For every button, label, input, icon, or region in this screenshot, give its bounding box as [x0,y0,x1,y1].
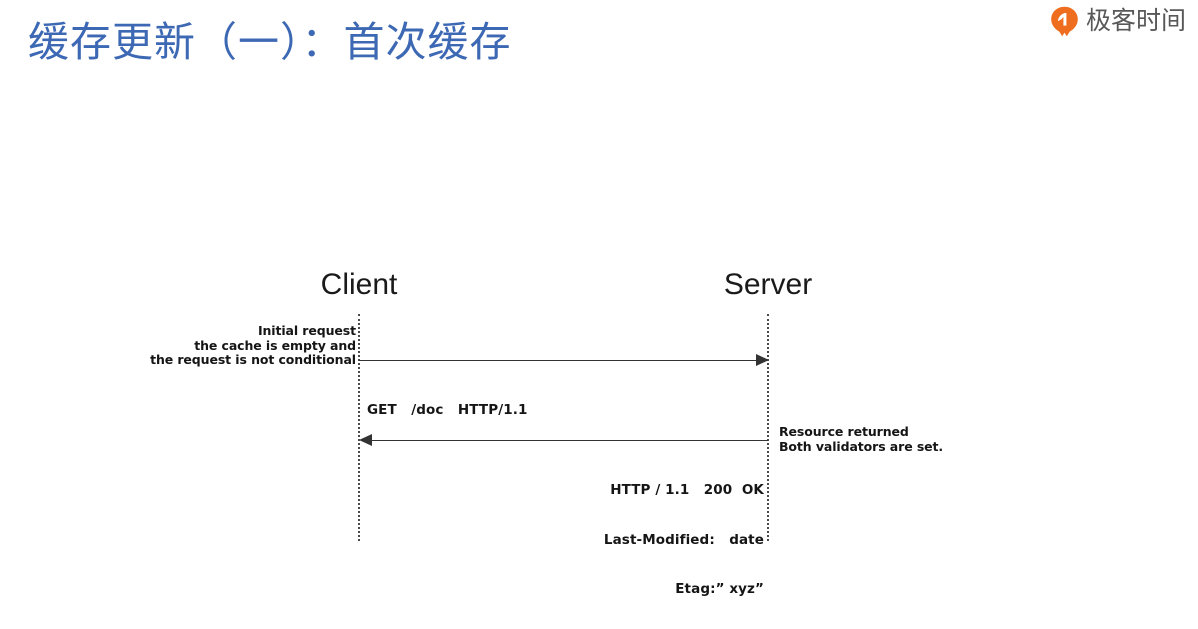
message-label-line: GET /doc HTTP/1.1 [367,402,528,418]
actor-label-client: Client [320,268,398,301]
arrow-head-request [756,354,769,366]
note-server-resource-returned: Resource returned Both validators are se… [779,424,944,454]
page-title: 缓存更新（一）：首次缓存 [28,19,512,65]
actor-label-server: Server [723,268,813,301]
note-client-initial-request: Initial request the cache is empty and t… [150,323,356,368]
arrow-head-response [359,434,372,446]
message-label-line: Etag:” xyz” [675,581,764,597]
message-label-line: Last-Modified: date [603,531,764,548]
note-line: Initial request [257,323,356,338]
lifeline-server [767,314,769,541]
note-line: the cache is empty and [194,337,356,353]
brand-name: 极客时间 [1085,7,1186,35]
geektime-pin-icon [1050,6,1079,37]
message-line-response [372,440,768,441]
brand-logo: 极客时间 [1050,6,1186,37]
message-label-request: GET /doc HTTP/1.1 [367,369,527,452]
note-line: the request is not conditional [150,352,356,368]
message-line-request [359,360,757,361]
lifeline-client [358,314,360,541]
message-label-response: HTTP / 1.1 200 OK Last-Modified: date Et… [604,449,764,629]
message-label-line: HTTP / 1.1 200 OK [610,482,764,498]
note-line: Resource returned [779,424,909,439]
note-line: Both validators are set. [779,438,944,454]
